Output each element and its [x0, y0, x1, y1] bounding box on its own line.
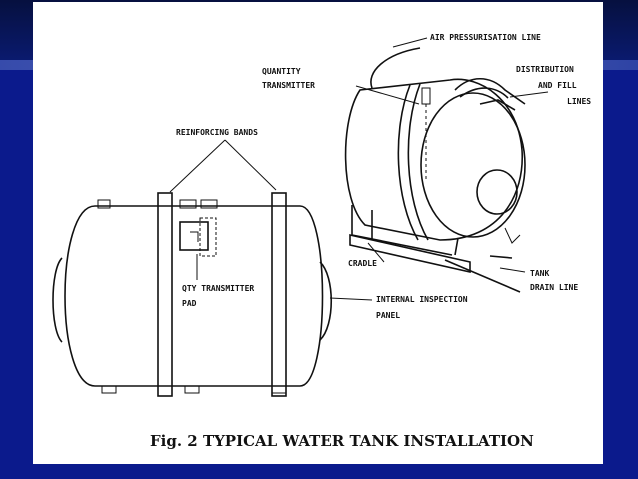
tank-side-view — [52, 192, 333, 397]
label-distribution-3: LINES — [567, 97, 591, 106]
label-distribution-1: DISTRIBUTION — [516, 65, 574, 74]
label-inspection-2: PANEL — [376, 311, 400, 320]
label-quantity-transmitter-1: QUANTITY — [262, 67, 301, 76]
label-qty-pad-1: QTY TRANSMITTER — [182, 284, 254, 293]
label-air-line: AIR PRESSURISATION LINE — [430, 33, 541, 42]
figure-caption: Fig. 2 TYPICAL WATER TANK INSTALLATION — [150, 432, 534, 450]
label-quantity-transmitter-2: TRANSMITTER — [262, 81, 315, 90]
label-inspection-1: INTERNAL INSPECTION — [376, 295, 468, 304]
label-tank-drain-1: TANK — [530, 269, 549, 278]
label-cradle: CRADLE — [348, 259, 377, 268]
label-qty-pad-2: PAD — [182, 299, 197, 308]
label-tank-drain-2: DRAIN LINE — [530, 283, 578, 292]
label-reinforcing-bands: REINFORCING BANDS — [176, 128, 258, 137]
label-distribution-2: AND FILL — [538, 81, 577, 90]
tank-perspective-view — [344, 47, 526, 293]
figure-panel — [33, 2, 603, 464]
